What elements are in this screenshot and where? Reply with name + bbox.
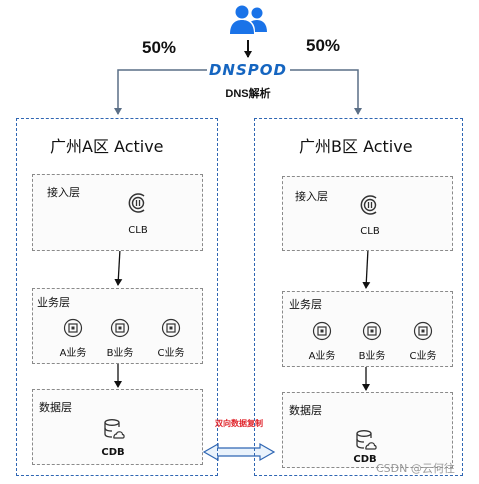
zone-b-access-layer: 接入层 CLB	[282, 176, 453, 251]
zone-a-title: 广州A区 Active	[50, 137, 164, 156]
bidirectional-sync-arrow	[202, 442, 276, 462]
zone-b-data-layer-title: 数据层	[289, 404, 322, 417]
zone-b-business-layer: 业务层 A业务 B业务 C业务	[282, 291, 453, 367]
chip-icon	[362, 321, 382, 346]
dnspod-logo: DNSPOD	[208, 61, 287, 79]
watermark: CSDN @云何往	[376, 462, 455, 475]
dns-to-zone-b-connector	[290, 69, 362, 115]
clb-icon	[127, 192, 149, 219]
bidirectional-sync-label: 双向数据复制	[215, 419, 263, 428]
zone-b-node-b-label: B业务	[358, 351, 386, 362]
database-icon	[103, 418, 125, 445]
zone-a-clb-label: CLB	[128, 225, 148, 236]
zone-a-container: 广州A区 Active 接入层 CLB 业务层 A业务 B业务 C业务 数据层	[16, 118, 218, 476]
chip-icon	[63, 318, 83, 343]
chip-icon	[161, 318, 181, 343]
chip-icon	[413, 321, 433, 346]
zone-b-node-c-label: C业务	[409, 351, 437, 362]
zone-a-access-to-business-arrow	[114, 248, 123, 286]
zone-a-data-layer: 数据层 CDB	[32, 389, 203, 465]
zone-b-title: 广州B区 Active	[299, 137, 413, 156]
zone-b-access-layer-title: 接入层	[295, 190, 328, 203]
left-traffic-percent: 50%	[142, 38, 177, 57]
right-traffic-percent: 50%	[306, 36, 341, 55]
database-icon	[355, 429, 377, 456]
zone-a-data-layer-title: 数据层	[39, 401, 72, 414]
zone-b-access-to-business-arrow	[362, 248, 371, 289]
zone-b-business-layer-title: 业务层	[289, 298, 322, 311]
zone-a-access-layer: 接入层 CLB	[32, 174, 203, 251]
chip-icon	[110, 318, 130, 343]
zone-b-node-a-label: A业务	[308, 351, 336, 362]
zone-b-clb-label: CLB	[360, 226, 380, 237]
zone-a-business-layer-title: 业务层	[37, 296, 70, 309]
zone-b-data-layer: 数据层 CDB	[282, 392, 453, 468]
zone-a-business-layer: 业务层 A业务 B业务 C业务	[32, 288, 203, 364]
zone-a-node-a-label: A业务	[59, 348, 87, 359]
clb-icon	[359, 194, 381, 221]
users-icon	[229, 3, 269, 35]
dns-to-zone-a-connector	[114, 69, 207, 115]
zone-a-access-layer-title: 接入层	[47, 186, 80, 199]
zone-b-container: 广州B区 Active 接入层 CLB 业务层 A业务 B业务 C业务 数据层	[254, 118, 463, 476]
zone-a-node-b-label: B业务	[106, 348, 134, 359]
zone-a-cdb-label: CDB	[101, 447, 125, 458]
chip-icon	[312, 321, 332, 346]
zone-a-node-c-label: C业务	[157, 348, 185, 359]
zone-b-cdb-label: CDB	[353, 454, 377, 465]
dns-resolution-label: DNS解析	[225, 88, 271, 100]
